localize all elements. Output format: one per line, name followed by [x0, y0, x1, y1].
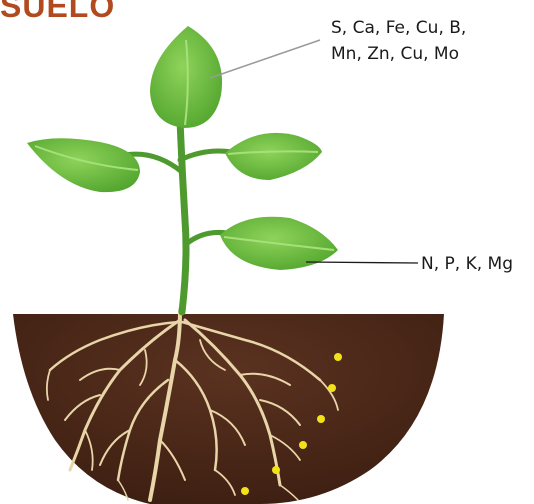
lower-leaf-leader-line — [306, 262, 418, 263]
left-leaf — [27, 138, 140, 192]
lower-leaf-nutrients: N, P, K, Mg — [421, 253, 513, 275]
upper-leaf-nutrients-line-1: S, Ca, Fe, Cu, B, — [331, 17, 466, 39]
upper-leaf-leader-line — [210, 40, 320, 78]
right-leaf — [225, 133, 322, 180]
soil-cross-section — [13, 314, 444, 504]
upper-leaf-nutrients-line-2: Mn, Zn, Cu, Mo — [331, 43, 459, 65]
